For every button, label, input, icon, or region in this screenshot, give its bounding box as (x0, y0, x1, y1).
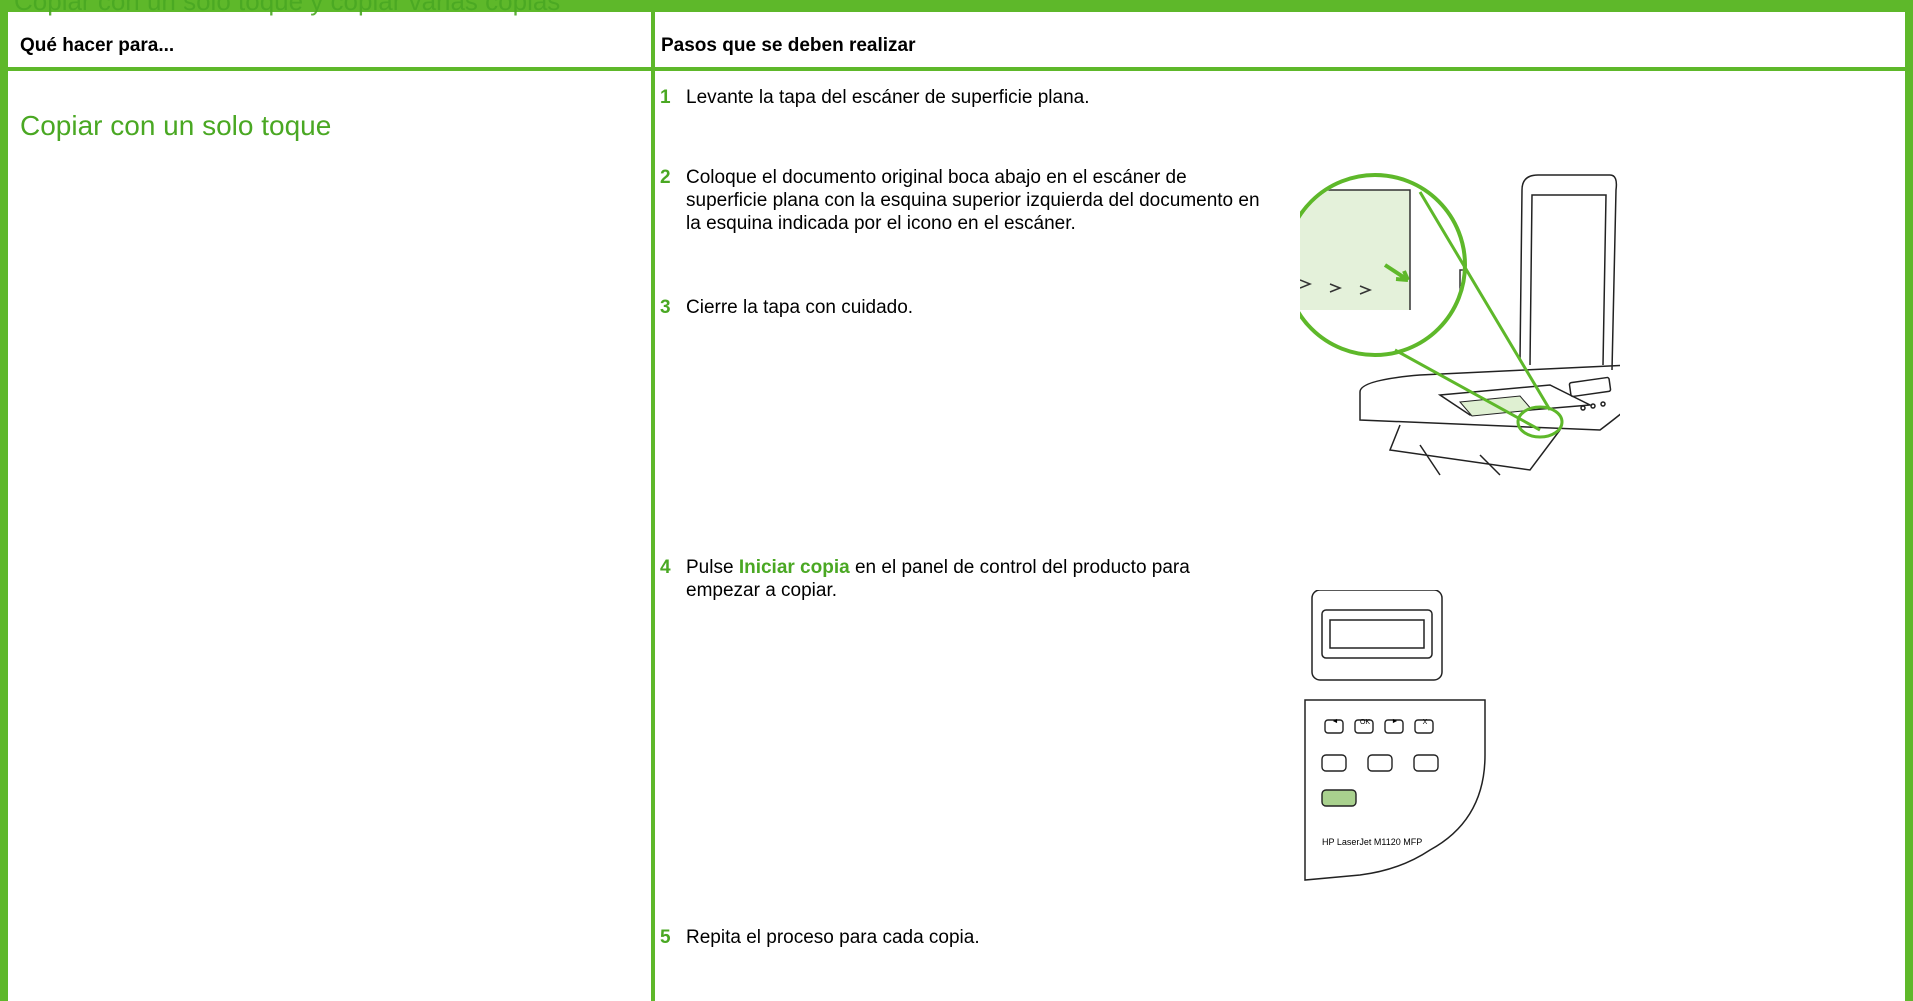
column-header-steps: Pasos que se deben realizar (661, 35, 916, 56)
panel-key-ok-label: OK (1359, 719, 1371, 726)
page-heading-cut: Copiar con un solo toque y copiar varias… (14, 0, 561, 16)
step-4: 4 Pulse Iniciar copia en el panel de cont… (660, 556, 1280, 602)
start-copy-button-icon (1321, 789, 1357, 807)
model-label: HP LaserJet M1120 MFP (1322, 837, 1423, 847)
step-text: Pulse Iniciar copia en el panel de contr… (686, 556, 1266, 602)
section-title: Copiar con un solo toque (20, 110, 332, 141)
step-text: Levante la tapa del escáner de superfici… (686, 87, 1090, 108)
step-text: Repita el proceso para cada copia. (686, 927, 980, 948)
column-divider (651, 12, 655, 1001)
control-panel-drawing (1304, 589, 1486, 881)
table-frame (0, 12, 1913, 1001)
step-number: 1 (660, 87, 671, 108)
header-divider (0, 67, 1913, 71)
panel-key-cancel-label: X (1422, 719, 1428, 726)
step-number: 3 (660, 297, 671, 318)
step-text: Coloque el documento original boca abajo… (686, 167, 1260, 234)
step-text: Cierre la tapa con cuidado. (686, 297, 914, 318)
scanner-illustration (1300, 173, 1620, 476)
step-text-post: en el panel de control del producto para… (686, 557, 1190, 601)
step-number: 2 (660, 167, 671, 188)
top-accent-bar (0, 0, 1913, 12)
step-1: 1 Levante la tapa del escáner de superfic… (660, 86, 1280, 109)
panel-key-right-label: ► (1391, 718, 1399, 725)
step-number: 4 (660, 557, 671, 578)
step-3: 3 Cierre la tapa con cuidado. (660, 296, 1280, 319)
panel-key-left-label: ◄ (1331, 718, 1339, 725)
step-5: 5 Repita el proceso para cada copia. (660, 926, 1280, 949)
column-header-what: Qué hacer para... (20, 35, 175, 56)
step-number: 5 (660, 927, 671, 948)
step-text-pre: Pulse (686, 557, 739, 578)
start-copy-label: Iniciar copia (738, 557, 850, 578)
step-2: 2 Coloque el documento original boca abaj… (660, 166, 1280, 235)
control-panel-illustration: ◄ OK ► X HP LaserJet M1120 MFP (1300, 589, 1490, 890)
